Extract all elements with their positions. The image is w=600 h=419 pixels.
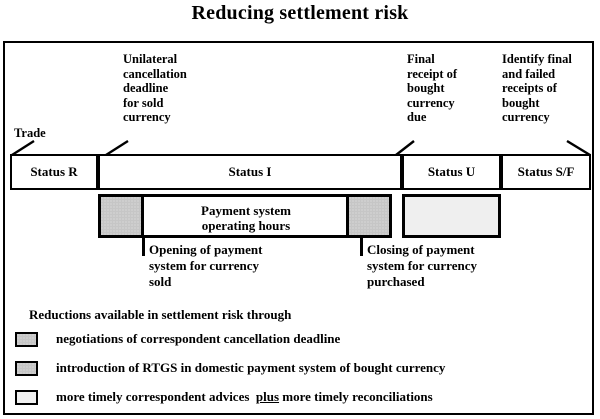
legend-heading: Reductions available in settlement risk … [29, 307, 292, 322]
status-box-u: Status U [402, 154, 501, 190]
callout-final-receipt-of-bought-currency-due: Final receipt of bought currency due [407, 52, 458, 124]
leader-line-final-receipt [394, 140, 416, 157]
note-opening-of-payment-system: Opening of payment system for currency s… [149, 242, 263, 289]
callout-unilateral-cancellation-deadline: Unilateral cancellation deadline for sol… [123, 52, 187, 124]
legend-swatch-light-timely-advices [15, 389, 38, 405]
band-block-opening-gray [98, 194, 144, 238]
legend-label-timely-advices-before: more timely correspondent advices [56, 389, 256, 404]
status-box-i: Status I [98, 154, 402, 190]
legend-item-timely-advices: more timely correspondent advices plus m… [15, 389, 433, 405]
callout-trade: Trade [14, 126, 46, 140]
tick-closing [360, 238, 363, 256]
diagram-frame: Trade Unilateral cancellation deadline f… [3, 41, 594, 415]
callout-identify-final-and-failed-receipts: Identify final and failed receipts of bo… [502, 52, 572, 124]
tick-opening [142, 238, 145, 256]
band-block-status-u-light [402, 194, 501, 238]
status-box-sf: Status S/F [501, 154, 591, 190]
legend-label-timely-advices: more timely correspondent advices plus m… [56, 389, 433, 405]
legend-swatch-gray-negotiations [15, 331, 38, 347]
band-block-closing-gray [346, 194, 392, 238]
legend-label-timely-advices-emphasis: plus [255, 389, 280, 404]
page-title: Reducing settlement risk [191, 2, 409, 24]
note-closing-of-payment-system: Closing of payment system for currency p… [367, 242, 477, 289]
leader-line-trade [10, 140, 36, 157]
band-label-payment-system-operating-hours: Payment system operating hours [201, 203, 291, 233]
status-label-r: Status R [30, 164, 78, 179]
legend-label-negotiations: negotiations of correspondent cancellati… [56, 331, 341, 346]
legend-item-negotiations: negotiations of correspondent cancellati… [15, 331, 340, 347]
legend-label-rtgs: introduction of RTGS in domestic payment… [56, 360, 446, 375]
leader-line-unilateral [104, 140, 130, 157]
legend-label-timely-advices-after: more timely reconciliations [279, 389, 433, 404]
band-block-operating-hours: Payment system operating hours [141, 194, 349, 238]
legend-swatch-gray-rtgs [15, 360, 38, 376]
status-label-sf: Status S/F [517, 164, 575, 179]
legend-item-rtgs: introduction of RTGS in domestic payment… [15, 360, 445, 376]
leader-line-identify-final [565, 140, 592, 157]
status-label-u: Status U [427, 164, 476, 179]
status-box-r: Status R [10, 154, 98, 190]
status-label-i: Status I [228, 164, 272, 179]
